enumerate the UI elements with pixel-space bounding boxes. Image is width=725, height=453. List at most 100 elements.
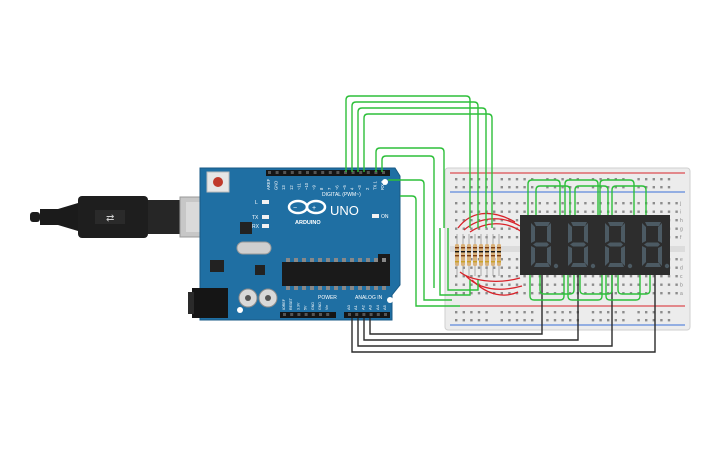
breadboard-hole[interactable] <box>462 202 465 205</box>
breadboard-hole[interactable] <box>455 275 458 278</box>
breadboard-hole[interactable] <box>652 275 655 278</box>
breadboard-hole[interactable] <box>675 219 678 222</box>
digital-pin[interactable] <box>306 171 309 174</box>
breadboard-hole[interactable] <box>584 275 587 278</box>
rail-hole[interactable] <box>645 186 648 189</box>
breadboard-hole[interactable] <box>493 202 496 205</box>
rail-hole[interactable] <box>561 178 564 181</box>
breadboard-hole[interactable] <box>515 236 519 239</box>
breadboard-hole[interactable] <box>508 202 511 205</box>
analog-pin[interactable] <box>355 313 359 316</box>
breadboard-hole[interactable] <box>553 202 557 205</box>
digital-pin[interactable] <box>313 171 317 174</box>
rail-hole[interactable] <box>462 178 465 181</box>
rail-hole[interactable] <box>470 319 473 322</box>
rail-hole[interactable] <box>470 178 473 181</box>
rail-hole[interactable] <box>607 319 610 322</box>
rail-hole[interactable] <box>508 186 511 189</box>
rail-hole[interactable] <box>637 319 640 322</box>
rail-hole[interactable] <box>660 186 663 189</box>
breadboard-hole[interactable] <box>622 202 625 205</box>
breadboard-hole[interactable] <box>523 275 526 278</box>
rail-hole[interactable] <box>667 178 671 181</box>
rail-hole[interactable] <box>614 178 617 181</box>
breadboard-hole[interactable] <box>660 283 663 286</box>
breadboard-hole[interactable] <box>667 283 671 286</box>
breadboard-hole[interactable] <box>538 292 541 295</box>
rail-hole[interactable] <box>508 311 511 314</box>
breadboard-hole[interactable] <box>462 275 465 278</box>
breadboard-hole[interactable] <box>523 202 526 205</box>
breadboard-hole[interactable] <box>569 283 572 286</box>
analog-pin[interactable] <box>362 313 366 316</box>
power-pin[interactable] <box>326 313 330 316</box>
digital-pin[interactable] <box>382 171 385 174</box>
rail-hole[interactable] <box>561 186 564 189</box>
rail-hole[interactable] <box>553 186 557 189</box>
breadboard-hole[interactable] <box>538 210 541 213</box>
breadboard-hole[interactable] <box>652 283 655 286</box>
breadboard-hole[interactable] <box>637 210 640 213</box>
breadboard-hole[interactable] <box>523 210 526 213</box>
breadboard-hole[interactable] <box>622 210 625 213</box>
breadboard-hole[interactable] <box>493 275 496 278</box>
breadboard-hole[interactable] <box>645 283 648 286</box>
breadboard-hole[interactable] <box>607 283 610 286</box>
breadboard-hole[interactable] <box>652 292 655 295</box>
breadboard-hole[interactable] <box>546 275 549 278</box>
rail-hole[interactable] <box>553 178 557 181</box>
power-pin[interactable] <box>297 313 301 316</box>
breadboard-hole[interactable] <box>508 227 511 230</box>
breadboard-hole[interactable] <box>485 283 488 286</box>
breadboard-hole[interactable] <box>477 202 481 205</box>
breadboard-hole[interactable] <box>462 236 465 239</box>
breadboard-hole[interactable] <box>553 292 557 295</box>
breadboard-hole[interactable] <box>667 210 671 213</box>
rail-hole[interactable] <box>515 311 519 314</box>
rail-hole[interactable] <box>515 186 519 189</box>
analog-pin[interactable] <box>376 313 380 316</box>
rail-hole[interactable] <box>485 319 488 322</box>
breadboard-hole[interactable] <box>508 210 511 213</box>
rail-hole[interactable] <box>500 178 503 181</box>
rail-hole[interactable] <box>455 178 458 181</box>
breadboard-hole[interactable] <box>477 210 481 213</box>
breadboard-hole[interactable] <box>470 236 473 239</box>
digital-pin[interactable] <box>298 171 302 174</box>
analog-pin[interactable] <box>369 313 373 316</box>
rail-hole[interactable] <box>591 178 595 181</box>
breadboard-hole[interactable] <box>645 275 648 278</box>
breadboard-hole[interactable] <box>500 236 503 239</box>
rail-hole[interactable] <box>569 311 572 314</box>
rail-hole[interactable] <box>614 186 617 189</box>
breadboard-hole[interactable] <box>515 202 519 205</box>
breadboard-hole[interactable] <box>569 292 572 295</box>
digital-pin[interactable] <box>359 171 363 174</box>
breadboard-hole[interactable] <box>553 210 557 213</box>
breadboard-hole[interactable] <box>455 210 458 213</box>
breadboard-hole[interactable] <box>675 283 678 286</box>
breadboard-hole[interactable] <box>531 292 534 295</box>
rail-hole[interactable] <box>500 319 503 322</box>
rail-hole[interactable] <box>637 311 640 314</box>
breadboard-hole[interactable] <box>607 275 610 278</box>
breadboard-hole[interactable] <box>485 236 488 239</box>
rail-hole[interactable] <box>652 178 655 181</box>
rail-hole[interactable] <box>660 311 663 314</box>
rail-hole[interactable] <box>667 186 671 189</box>
breadboard-hole[interactable] <box>477 292 481 295</box>
rail-hole[interactable] <box>485 311 488 314</box>
breadboard-hole[interactable] <box>500 210 503 213</box>
digital-pin[interactable] <box>366 171 370 174</box>
breadboard-hole[interactable] <box>462 266 465 269</box>
breadboard-hole[interactable] <box>599 292 602 295</box>
rail-hole[interactable] <box>515 319 519 322</box>
breadboard-hole[interactable] <box>470 292 473 295</box>
breadboard-hole[interactable] <box>614 275 617 278</box>
rail-hole[interactable] <box>599 319 602 322</box>
breadboard-hole[interactable] <box>569 275 572 278</box>
analog-pin[interactable] <box>384 313 387 316</box>
rail-hole[interactable] <box>599 311 602 314</box>
breadboard-hole[interactable] <box>508 258 511 261</box>
breadboard-hole[interactable] <box>591 283 595 286</box>
